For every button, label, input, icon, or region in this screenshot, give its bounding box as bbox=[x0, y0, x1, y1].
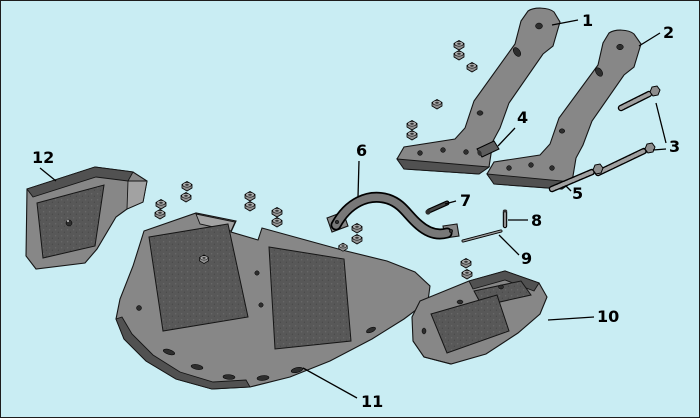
part-3-bolt-upper bbox=[617, 85, 661, 112]
part-6-curved-strap bbox=[326, 191, 460, 240]
leader-line-5 bbox=[565, 185, 572, 192]
part-label-12: 12 bbox=[32, 148, 54, 167]
leader-line-4 bbox=[497, 127, 516, 147]
part-10-holes bbox=[421, 284, 504, 335]
part-label-6: 6 bbox=[356, 141, 367, 160]
leader-line-11 bbox=[302, 367, 358, 399]
part-label-3: 3 bbox=[669, 137, 680, 156]
part-label-5: 5 bbox=[572, 184, 583, 203]
part-12-left-wing-bracket bbox=[25, 166, 148, 270]
leader-line-10 bbox=[547, 316, 595, 321]
part-2-holes bbox=[506, 43, 624, 171]
part-9-rod bbox=[461, 229, 503, 243]
part-7-screw bbox=[425, 200, 450, 215]
part-label-1: 1 bbox=[582, 11, 593, 30]
leader-line-7 bbox=[444, 200, 457, 205]
part-12-holes bbox=[65, 219, 73, 227]
part-label-9: 9 bbox=[521, 249, 532, 268]
part-11-holes bbox=[136, 270, 376, 381]
leader-line-6 bbox=[357, 160, 360, 198]
part-2-support-bracket bbox=[486, 29, 642, 190]
part-label-2: 2 bbox=[663, 23, 674, 42]
part-label-4: 4 bbox=[517, 108, 528, 127]
part-5-bolt bbox=[548, 163, 604, 193]
part-8-pin bbox=[502, 209, 508, 229]
part-label-10: 10 bbox=[597, 307, 619, 326]
leader-line-9 bbox=[498, 234, 520, 256]
part-label-7: 7 bbox=[460, 191, 471, 210]
bolt-head bbox=[592, 163, 604, 175]
bolt-head bbox=[644, 142, 656, 154]
part-1-holes bbox=[417, 22, 543, 156]
leader-line-2 bbox=[638, 32, 661, 47]
part-10-right-wing-bracket bbox=[411, 270, 548, 365]
part-label-8: 8 bbox=[531, 211, 542, 230]
bolt-head bbox=[649, 85, 661, 97]
part-label-11: 11 bbox=[361, 392, 383, 411]
part-11-skid-plate bbox=[115, 212, 431, 390]
leader-line-3 bbox=[655, 102, 667, 144]
leader-line-3 bbox=[652, 148, 667, 151]
part-4-spacer bbox=[476, 140, 500, 158]
leader-line-1 bbox=[551, 19, 579, 26]
leader-line-12 bbox=[39, 167, 57, 182]
part-1-support-bracket bbox=[396, 7, 561, 175]
part-3-bolt-lower bbox=[594, 142, 656, 177]
